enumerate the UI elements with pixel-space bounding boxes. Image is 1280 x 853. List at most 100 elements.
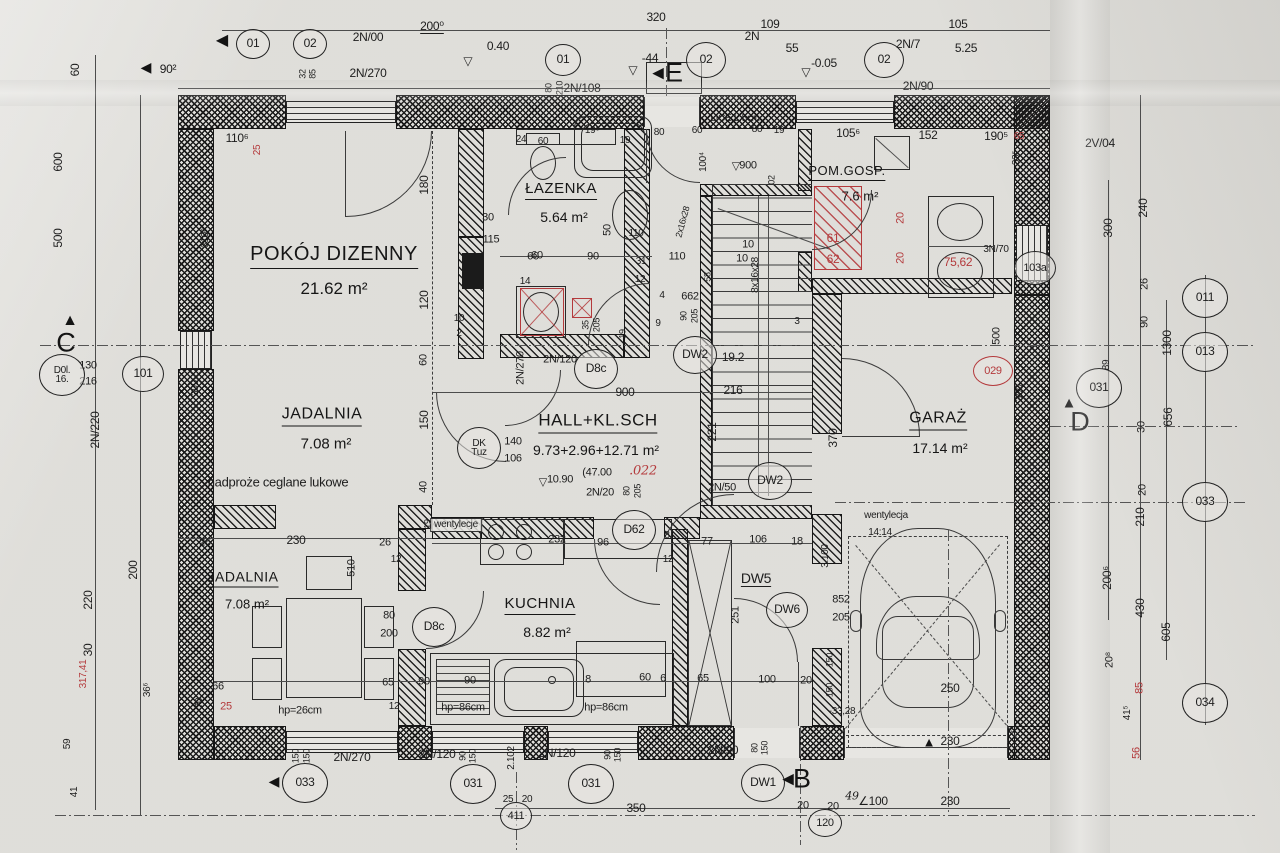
ref-marker: 02 — [293, 29, 327, 59]
dimension-line — [178, 88, 1050, 89]
room-area: 9.73+2.96+12.71 m² — [532, 442, 660, 458]
dim-label: 510 — [345, 559, 358, 577]
dim-label: 25 — [502, 794, 514, 805]
dim-label: 40 — [417, 481, 430, 493]
dim-label: 60 — [639, 671, 651, 684]
dim-label: 300 — [1013, 384, 1026, 402]
section-marker-b: B — [792, 763, 812, 794]
kitchen-sink — [494, 659, 584, 717]
dim-label: 230 — [286, 533, 306, 547]
window — [286, 731, 398, 753]
dim-label: 35 — [580, 320, 591, 330]
dim-label: 20⁸ — [1103, 652, 1116, 668]
dim-label: 20 — [894, 252, 907, 264]
door-swing-arc — [346, 131, 432, 217]
room-area: 17.14 m² — [912, 440, 968, 456]
fixture-circle — [937, 252, 983, 290]
ref-marker: 029 — [973, 356, 1013, 386]
ref-marker: D0l.16. — [39, 354, 85, 396]
direction-triangle-icon: ▲ — [1061, 394, 1077, 412]
fixture-circle — [516, 544, 532, 560]
direction-triangle-icon: ◀ — [652, 64, 664, 82]
section-marker-d: D — [1070, 406, 1090, 437]
dim-label: 30 — [482, 211, 494, 224]
direction-triangle-icon: ◀ — [782, 770, 794, 788]
elevation-triangle-icon: ▽ — [463, 54, 473, 68]
ref-marker: 031 — [450, 764, 496, 804]
ref-marker: 101 — [122, 356, 164, 392]
dim-label: 2N/90 — [707, 743, 739, 757]
dim-label: 300 — [1101, 218, 1115, 238]
dim-label: 80 — [383, 609, 395, 622]
elevation-triangle-icon: ▽ — [801, 65, 811, 79]
section-marker-c: C — [56, 327, 76, 358]
dim-label: 230 — [940, 734, 960, 748]
dim-label: 180 — [417, 175, 431, 195]
fixture-outline — [252, 606, 282, 648]
dim-label: 90 — [457, 751, 468, 761]
dim-label: 70 — [194, 697, 205, 709]
direction-triangle-icon: ◀ — [215, 32, 229, 49]
red-x-mark — [572, 298, 592, 318]
dim-label: 25 — [220, 700, 232, 713]
wall-exterior — [396, 95, 644, 129]
dim-label: 216 — [79, 375, 97, 388]
wall-exterior — [178, 95, 286, 129]
note-lintel: nadproże ceglane lukowe — [207, 474, 349, 490]
stair-rail — [758, 196, 759, 496]
dim-label: 3N/70 — [983, 244, 1009, 255]
dim-label: 85 — [1133, 682, 1146, 694]
dim-label: 2N — [744, 29, 760, 43]
dim-label: 100⁴ — [698, 152, 709, 172]
wall-interior — [812, 648, 842, 726]
dim-label: 105 — [948, 17, 968, 31]
dim-label: 2.102 — [506, 746, 517, 770]
door-label-dw2: DW2 — [673, 336, 717, 374]
window — [286, 101, 396, 123]
dim-label: 19⁶ — [584, 125, 600, 136]
dim-label: 110 — [628, 228, 644, 239]
dim-label: 2N/90 — [902, 79, 934, 93]
dim-label: 19 — [422, 519, 433, 529]
dim-label: 150 — [467, 748, 478, 764]
dim-label: 60 — [68, 63, 82, 77]
fixture-outline — [306, 556, 352, 590]
dim-label: 62 — [826, 252, 840, 266]
dim-label: 310⁸ — [200, 228, 211, 248]
dim-label: 6 — [660, 672, 666, 685]
wall-exterior — [178, 369, 214, 760]
dim-label: 20 — [800, 674, 812, 687]
dim-label: 26 — [379, 536, 391, 549]
dim-label: 205 — [591, 317, 602, 333]
dimension-line — [95, 55, 96, 810]
direction-triangle-icon: ◀ — [140, 59, 152, 75]
dim-label: 109 — [760, 17, 780, 31]
room-label: KUCHNIA — [504, 595, 576, 615]
door-label-dw5: DW5 — [740, 570, 772, 586]
axis-line — [1050, 426, 1240, 427]
dim-label: 19 — [619, 135, 631, 146]
room-label: JADALNIA — [281, 406, 363, 427]
dim-label: 30 — [1135, 421, 1148, 433]
dim-label: 100 — [758, 673, 776, 686]
dim-label: 3.100 — [820, 544, 831, 568]
dimension-line — [1166, 300, 1167, 660]
wall-exterior — [214, 726, 286, 760]
room-label: HALL+KL.SCH — [538, 411, 658, 434]
window — [180, 331, 212, 369]
dimension-line — [178, 538, 432, 539]
wall-exterior — [398, 726, 432, 760]
dim-label: 309 — [190, 380, 201, 396]
dim-label: 90 — [418, 675, 430, 688]
fixture-outline — [430, 653, 674, 725]
dim-label: 80 — [621, 486, 632, 496]
dim-label: 2x16x28 — [673, 205, 692, 239]
dim-label: 240 — [1136, 198, 1150, 218]
fixture-circle — [937, 203, 983, 241]
red-x-mark — [520, 288, 564, 336]
room-area: 8.82 m² — [523, 624, 571, 640]
room-label: GARAŻ — [909, 410, 967, 431]
dim-label: 90 — [1138, 316, 1151, 328]
wall-interior — [458, 129, 484, 237]
